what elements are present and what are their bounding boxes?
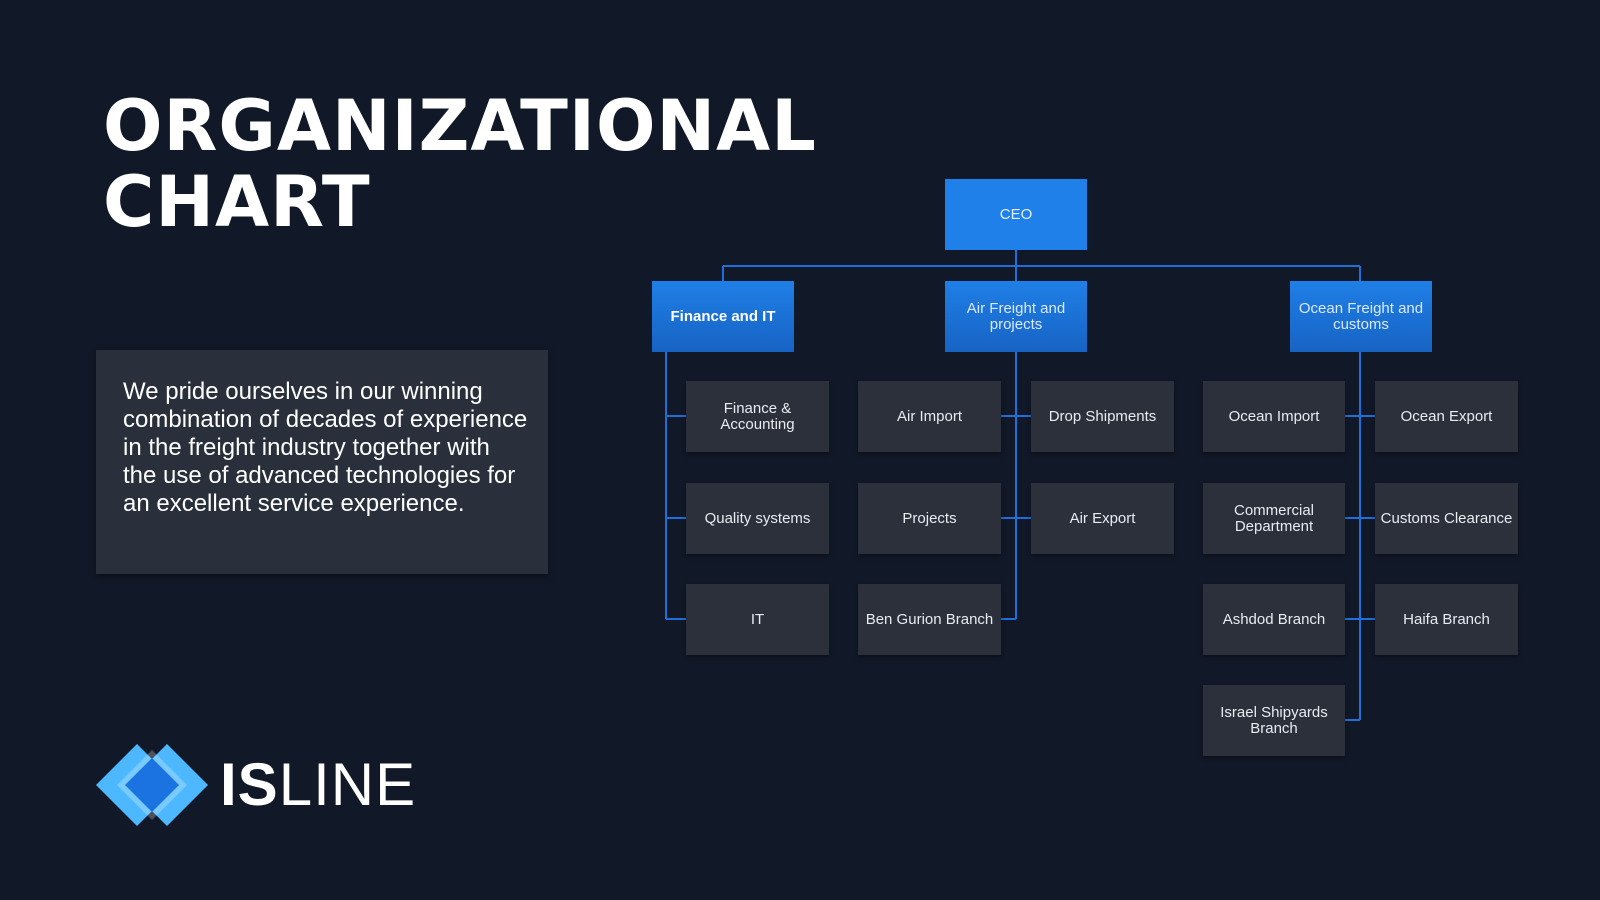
org-node-air-freight: Air Freight and projects: [945, 281, 1087, 352]
title-line-2: CHART: [103, 161, 371, 243]
intro-text: We pride ourselves in our winning combin…: [123, 378, 528, 517]
org-node-air-export: Air Export: [1031, 483, 1174, 554]
org-node-label: Ocean Freight and customs: [1298, 299, 1424, 333]
org-node-ocean-import: Ocean Import: [1203, 381, 1345, 452]
org-node-projects: Projects: [858, 483, 1001, 554]
org-node-label: Ocean Export: [1400, 407, 1493, 425]
org-node-label: Customs Clearance: [1380, 509, 1513, 527]
org-node-it: IT: [686, 584, 829, 655]
org-node-customs-clearance: Customs Clearance: [1375, 483, 1518, 554]
org-node-label: Air Freight and projects: [966, 299, 1066, 333]
org-node-finance-accounting: Finance & Accounting: [686, 381, 829, 452]
org-node-ceo: CEO: [945, 179, 1087, 250]
org-node-ocean-freight: Ocean Freight and customs: [1290, 281, 1432, 352]
logo-wordmark-bold: IS: [220, 751, 279, 818]
org-node-drop-shipments: Drop Shipments: [1031, 381, 1174, 452]
org-node-label: Projects: [902, 509, 957, 527]
org-node-label: Ocean Import: [1228, 407, 1320, 425]
intro-panel: We pride ourselves in our winning combin…: [96, 350, 548, 574]
org-node-label: Drop Shipments: [1048, 407, 1157, 425]
logo-wordmark-thin: LINE: [278, 751, 417, 818]
org-node-label: Quality systems: [704, 509, 811, 527]
diamond-logo-icon: [96, 744, 208, 826]
org-node-label: Commercial Department: [1233, 501, 1314, 535]
org-node-commercial-department: Commercial Department: [1203, 483, 1345, 554]
org-node-ocean-export: Ocean Export: [1375, 381, 1518, 452]
logo-wordmark: ISLINE: [220, 755, 416, 815]
org-node-quality-systems: Quality systems: [686, 483, 829, 554]
org-node-ashdod-branch: Ashdod Branch: [1203, 584, 1345, 655]
org-node-israel-shipyards-branch: Israel Shipyards Branch: [1203, 685, 1345, 756]
org-node-label: Haifa Branch: [1403, 610, 1490, 628]
org-node-label: Air Import: [896, 407, 962, 425]
org-node-haifa-branch: Haifa Branch: [1375, 584, 1518, 655]
org-node-label: Ben Gurion Branch: [865, 610, 994, 628]
title-line-1: ORGANIZATIONAL: [103, 85, 817, 167]
org-node-label: IT: [750, 610, 765, 628]
org-node-label: Air Export: [1069, 509, 1136, 527]
org-node-label: Finance & Accounting: [720, 399, 795, 433]
org-node-ben-gurion-branch: Ben Gurion Branch: [858, 584, 1001, 655]
org-node-label: Israel Shipyards Branch: [1220, 703, 1328, 737]
org-node-label: CEO: [999, 205, 1033, 223]
logo: ISLINE: [96, 744, 416, 826]
org-node-finance-it: Finance and IT: [652, 281, 794, 352]
page-title: ORGANIZATIONAL CHART: [103, 88, 817, 240]
org-node-label: Finance and IT: [670, 307, 776, 325]
org-node-label: Ashdod Branch: [1222, 610, 1326, 628]
org-node-air-import: Air Import: [858, 381, 1001, 452]
